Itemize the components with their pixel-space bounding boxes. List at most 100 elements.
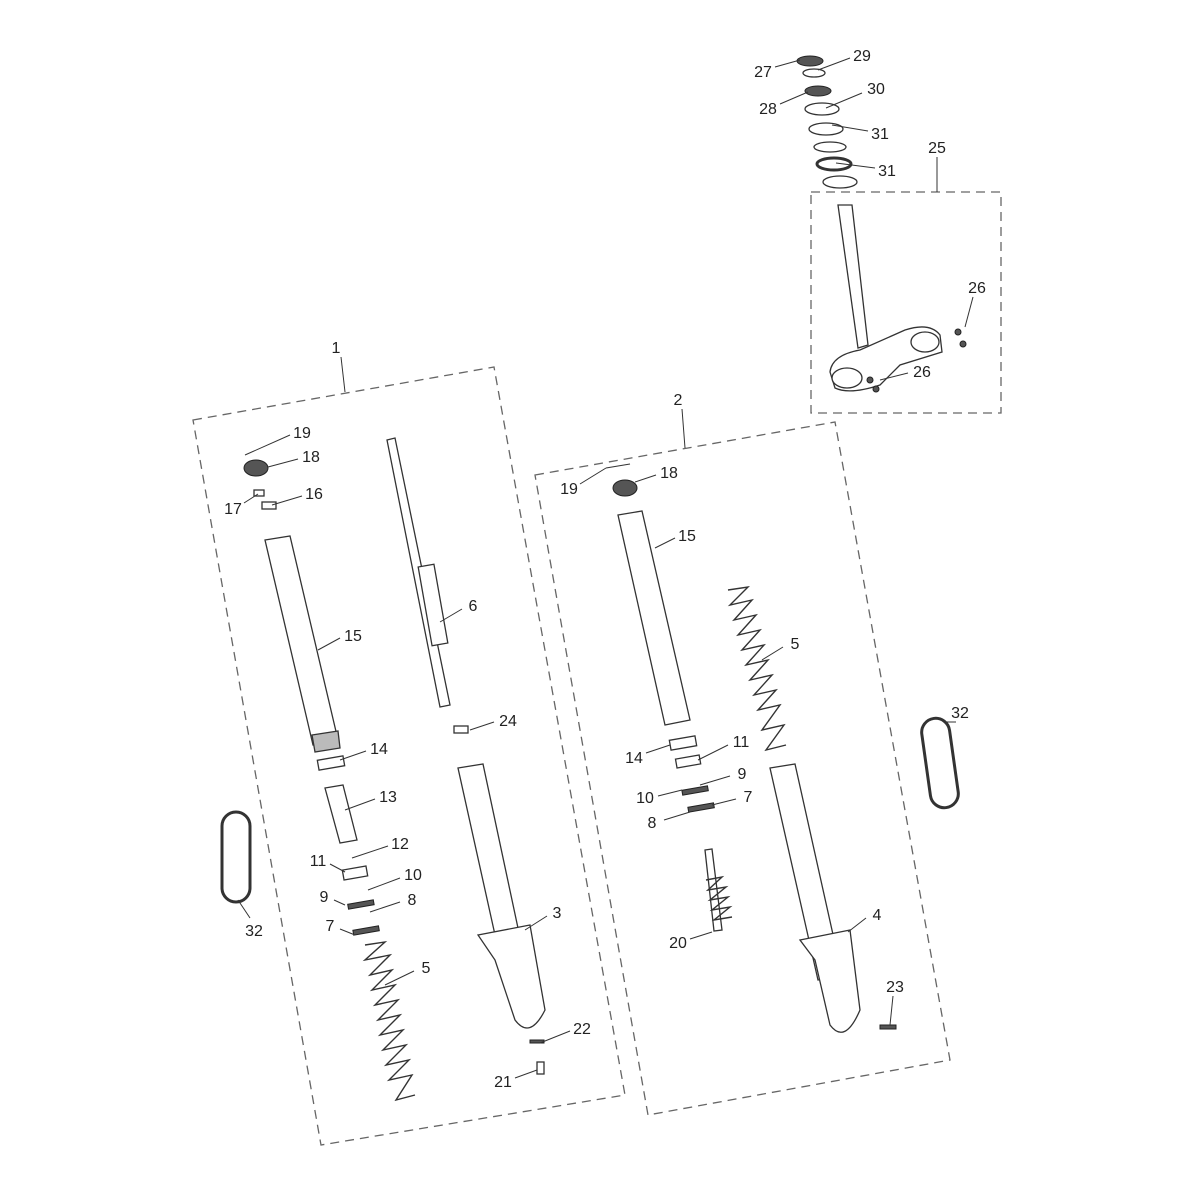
leader-line xyxy=(367,877,401,891)
callout-number: 10 xyxy=(636,790,654,807)
callout-31: 31 xyxy=(835,162,896,180)
group-box-yoke xyxy=(810,191,1002,414)
callout-14: 14 xyxy=(625,744,671,767)
callout-number: 8 xyxy=(408,892,417,909)
callout-number: 25 xyxy=(928,140,946,157)
callout-14: 14 xyxy=(339,741,388,761)
callout-number: 28 xyxy=(759,101,777,118)
callout-16: 16 xyxy=(271,486,323,506)
callout-24: 24 xyxy=(469,713,517,731)
callout-number: 15 xyxy=(678,528,696,545)
leader-line xyxy=(339,750,367,761)
leader-line xyxy=(634,474,657,483)
left-fork-parts xyxy=(220,437,546,1102)
leader-line xyxy=(825,92,863,109)
callout-number: 31 xyxy=(878,163,896,180)
leader-line xyxy=(267,458,299,468)
leader-line xyxy=(817,57,851,71)
callout-number: 3 xyxy=(553,905,562,922)
callout-28: 28 xyxy=(759,91,809,118)
callout-31: 31 xyxy=(831,124,889,143)
callout-number: 32 xyxy=(245,923,263,940)
callout-10: 10 xyxy=(367,867,422,891)
leader-line xyxy=(244,434,291,456)
leader-line xyxy=(711,798,737,806)
callout-number: 18 xyxy=(302,449,320,466)
callout-8: 8 xyxy=(369,892,417,913)
callout-number: 5 xyxy=(422,960,431,977)
callout-number: 32 xyxy=(951,705,969,722)
callout-20: 20 xyxy=(669,931,713,952)
callout-number: 22 xyxy=(573,1021,591,1038)
callout-5: 5 xyxy=(384,960,431,986)
callout-3: 3 xyxy=(524,905,562,931)
callout-number: 11 xyxy=(733,734,750,751)
callout-number: 26 xyxy=(913,364,931,381)
callout-7: 7 xyxy=(711,789,753,806)
leader-line xyxy=(774,59,801,68)
callout-8: 8 xyxy=(648,811,691,832)
callout-23: 23 xyxy=(886,979,904,1026)
callout-number: 18 xyxy=(660,465,678,482)
leader-line xyxy=(645,744,671,754)
leader-line xyxy=(329,863,346,873)
callout-5: 5 xyxy=(761,636,800,661)
callout-number: 16 xyxy=(305,486,323,503)
callout-18: 18 xyxy=(267,449,320,468)
leader-line xyxy=(689,931,713,940)
leader-line xyxy=(469,721,495,731)
leader-line xyxy=(889,995,894,1026)
leader-line xyxy=(243,493,259,504)
callout-number: 17 xyxy=(224,501,242,518)
callout-9: 9 xyxy=(320,889,346,906)
leader-line xyxy=(964,296,974,328)
callout-9: 9 xyxy=(699,766,747,786)
leader-line xyxy=(779,91,809,105)
leader-line xyxy=(654,537,676,549)
callout-19: 19 xyxy=(244,425,311,456)
callout-17: 17 xyxy=(224,493,259,518)
callout-number: 1 xyxy=(332,340,341,357)
callout-number: 27 xyxy=(754,64,772,81)
leader-line xyxy=(761,646,784,661)
callout-11: 11 xyxy=(697,734,750,761)
leader-line xyxy=(237,899,251,919)
callout-19: 19 xyxy=(560,467,607,498)
callout-number: 14 xyxy=(370,741,388,758)
callout-12: 12 xyxy=(351,836,409,859)
leader-line xyxy=(351,845,389,859)
leader-line xyxy=(439,608,463,623)
leader-line xyxy=(271,495,303,506)
leader-line xyxy=(699,775,731,786)
leader-line xyxy=(831,124,869,132)
callout-number: 9 xyxy=(738,766,747,783)
right-fork-parts xyxy=(605,463,960,1033)
leader-line xyxy=(340,356,346,393)
callout-number: 19 xyxy=(560,481,578,498)
callout-18: 18 xyxy=(634,465,678,483)
callout-10: 10 xyxy=(636,789,683,807)
callout-number: 11 xyxy=(310,853,327,870)
callout-27: 27 xyxy=(754,59,801,81)
callout-26: 26 xyxy=(964,280,986,328)
leader-line xyxy=(384,970,415,986)
callout-number: 14 xyxy=(625,750,643,767)
callout-number: 24 xyxy=(499,713,517,730)
leader-line xyxy=(344,798,376,811)
callout-number: 7 xyxy=(326,918,335,935)
leader-line xyxy=(339,928,356,936)
callout-number: 7 xyxy=(744,789,753,806)
group-box-left-fork xyxy=(192,366,626,1146)
leader-line xyxy=(333,899,346,906)
callout-number: 23 xyxy=(886,979,904,996)
callout-number: 2 xyxy=(674,392,683,409)
callout-number: 12 xyxy=(391,836,409,853)
callout-number: 6 xyxy=(469,598,478,615)
callout-21: 21 xyxy=(494,1069,538,1091)
callout-number: 31 xyxy=(871,126,889,143)
leader-line xyxy=(369,901,401,913)
leader-line xyxy=(539,1030,571,1044)
callout-2: 2 xyxy=(674,392,686,449)
callout-number: 26 xyxy=(968,280,986,297)
